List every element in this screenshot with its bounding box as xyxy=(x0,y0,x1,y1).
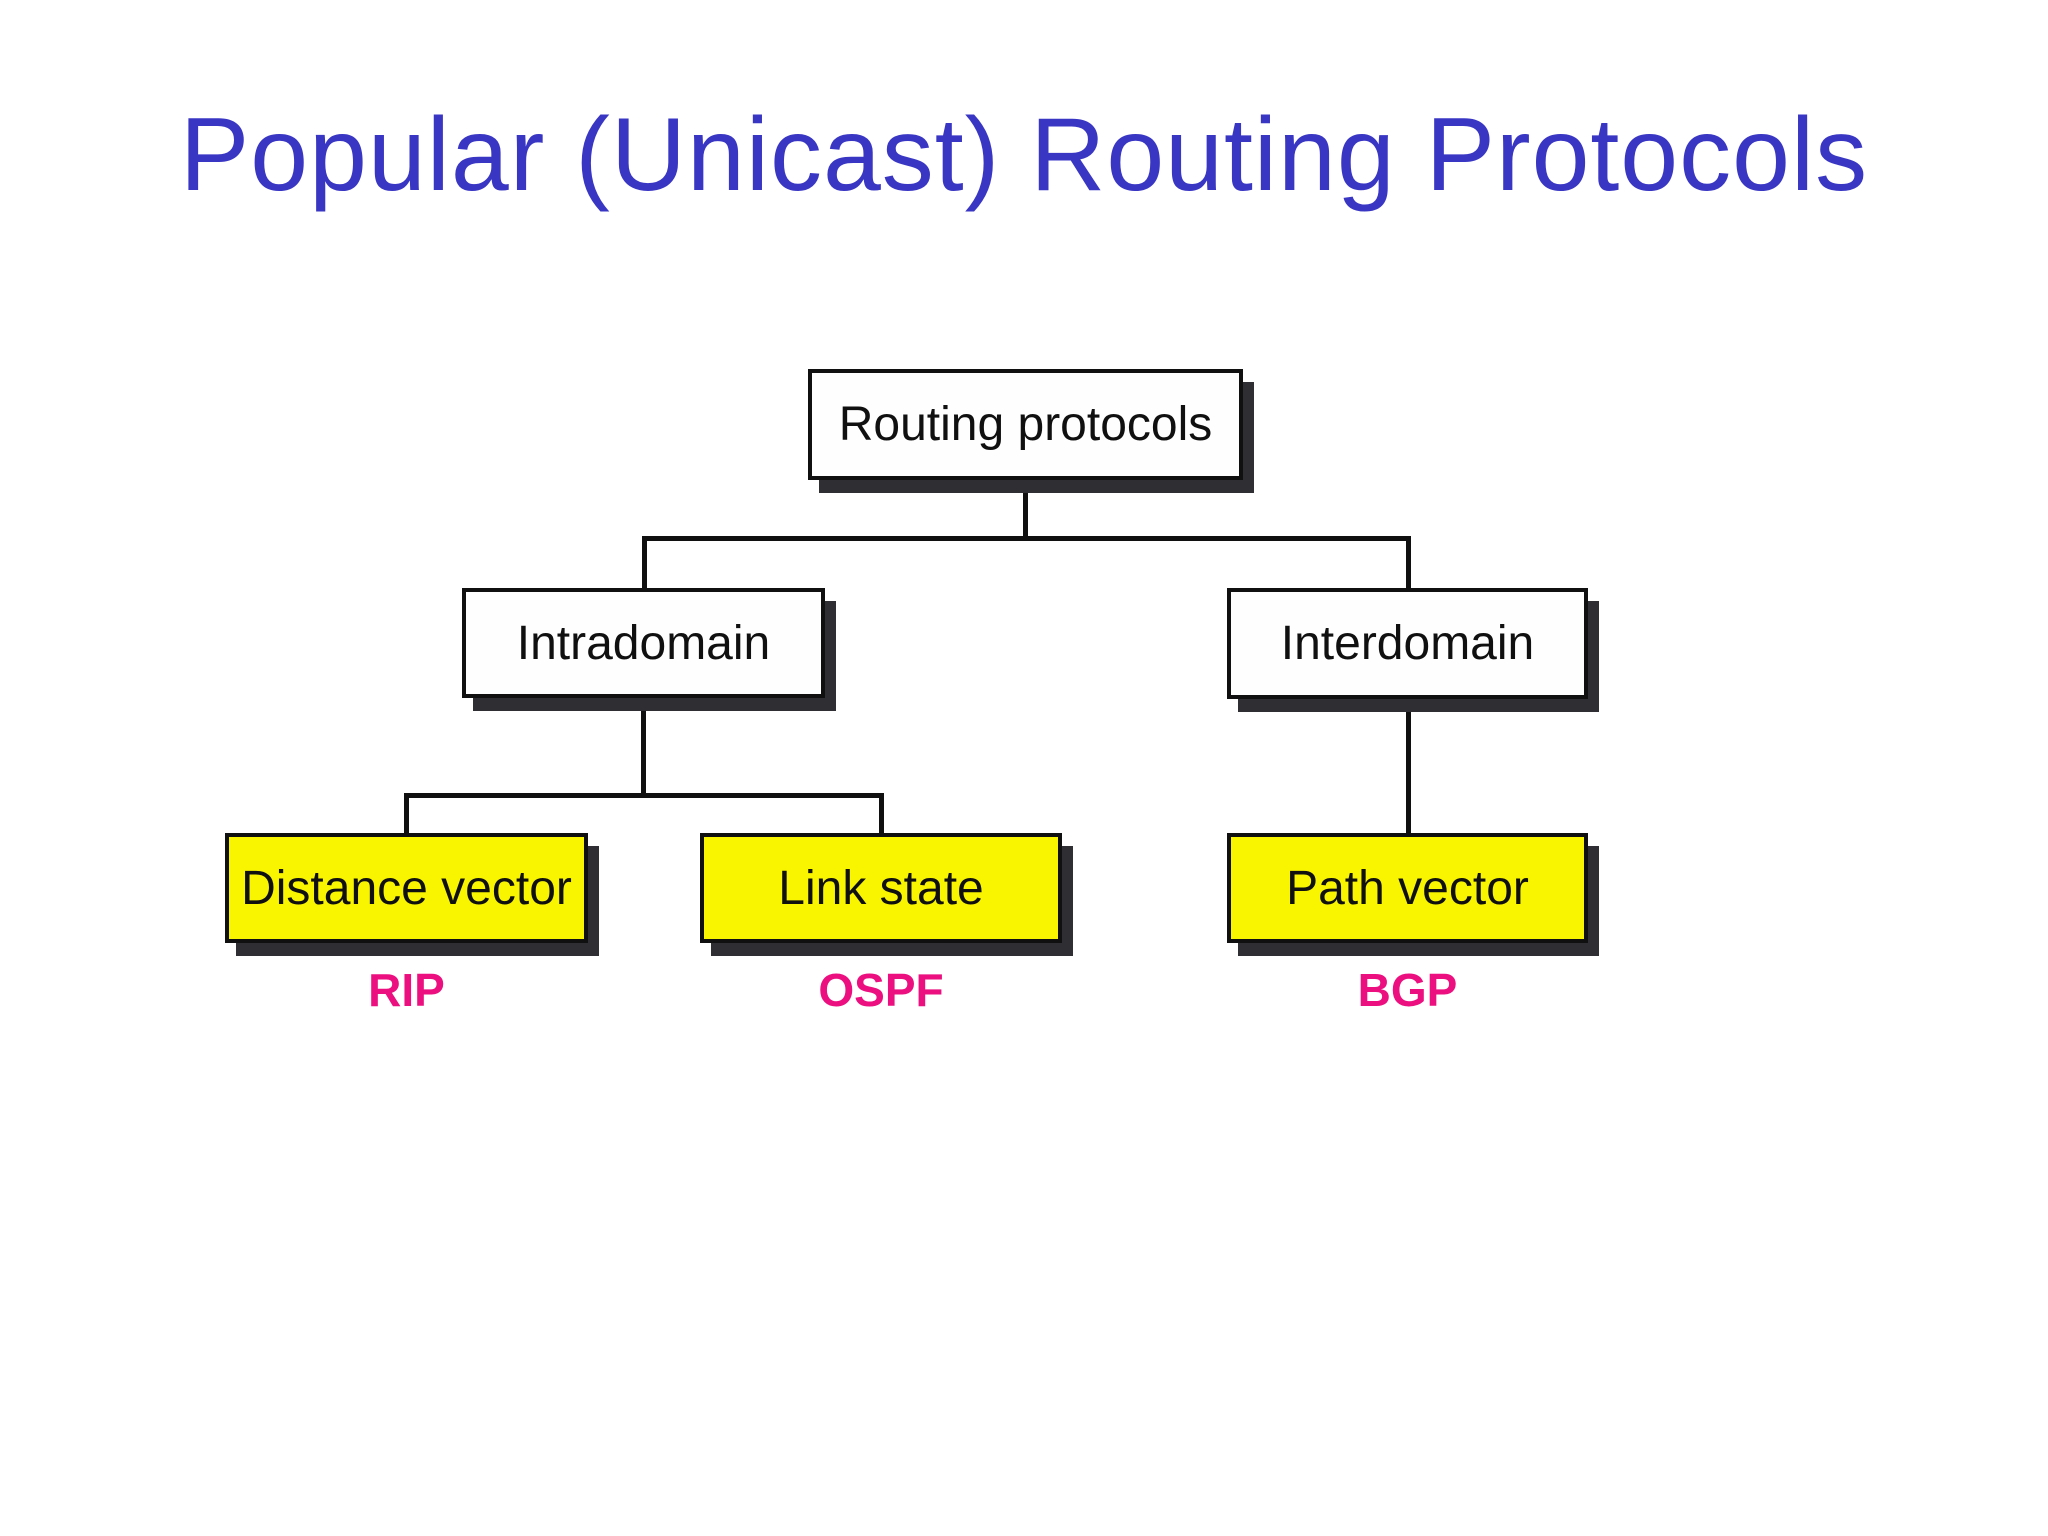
protocol-label-rip: RIP xyxy=(368,964,445,1016)
slide-title: Popular (Unicast) Routing Protocols xyxy=(179,97,1869,213)
node-link-state-label: Link state xyxy=(778,861,984,915)
node-routing-protocols-label: Routing protocols xyxy=(838,398,1213,451)
node-link-state: Link state xyxy=(700,833,1062,943)
node-intradomain-label: Intradomain xyxy=(516,616,771,670)
connector-drop-distance-vector xyxy=(404,793,409,835)
protocol-label-ospf: OSPF xyxy=(818,964,944,1016)
node-distance-vector: Distance vector xyxy=(225,833,588,943)
node-interdomain-label: Interdomain xyxy=(1280,617,1535,670)
connector-level2-crossbar xyxy=(404,793,884,798)
node-path-vector-label: Path vector xyxy=(1286,861,1529,915)
connector-root-stem xyxy=(1023,480,1028,541)
node-routing-protocols: Routing protocols xyxy=(808,369,1243,480)
node-interdomain: Interdomain xyxy=(1227,588,1588,699)
node-intradomain: Intradomain xyxy=(462,588,825,698)
connector-interdomain-to-path-vector xyxy=(1406,700,1411,835)
connector-drop-intradomain xyxy=(642,536,647,590)
connector-drop-interdomain xyxy=(1406,536,1411,590)
node-distance-vector-label: Distance vector xyxy=(241,861,572,915)
protocol-label-bgp: BGP xyxy=(1357,964,1458,1016)
connector-drop-link-state xyxy=(879,793,884,835)
connector-intradomain-stem xyxy=(641,698,646,798)
connector-level1-crossbar xyxy=(642,536,1411,541)
node-path-vector: Path vector xyxy=(1227,833,1588,943)
